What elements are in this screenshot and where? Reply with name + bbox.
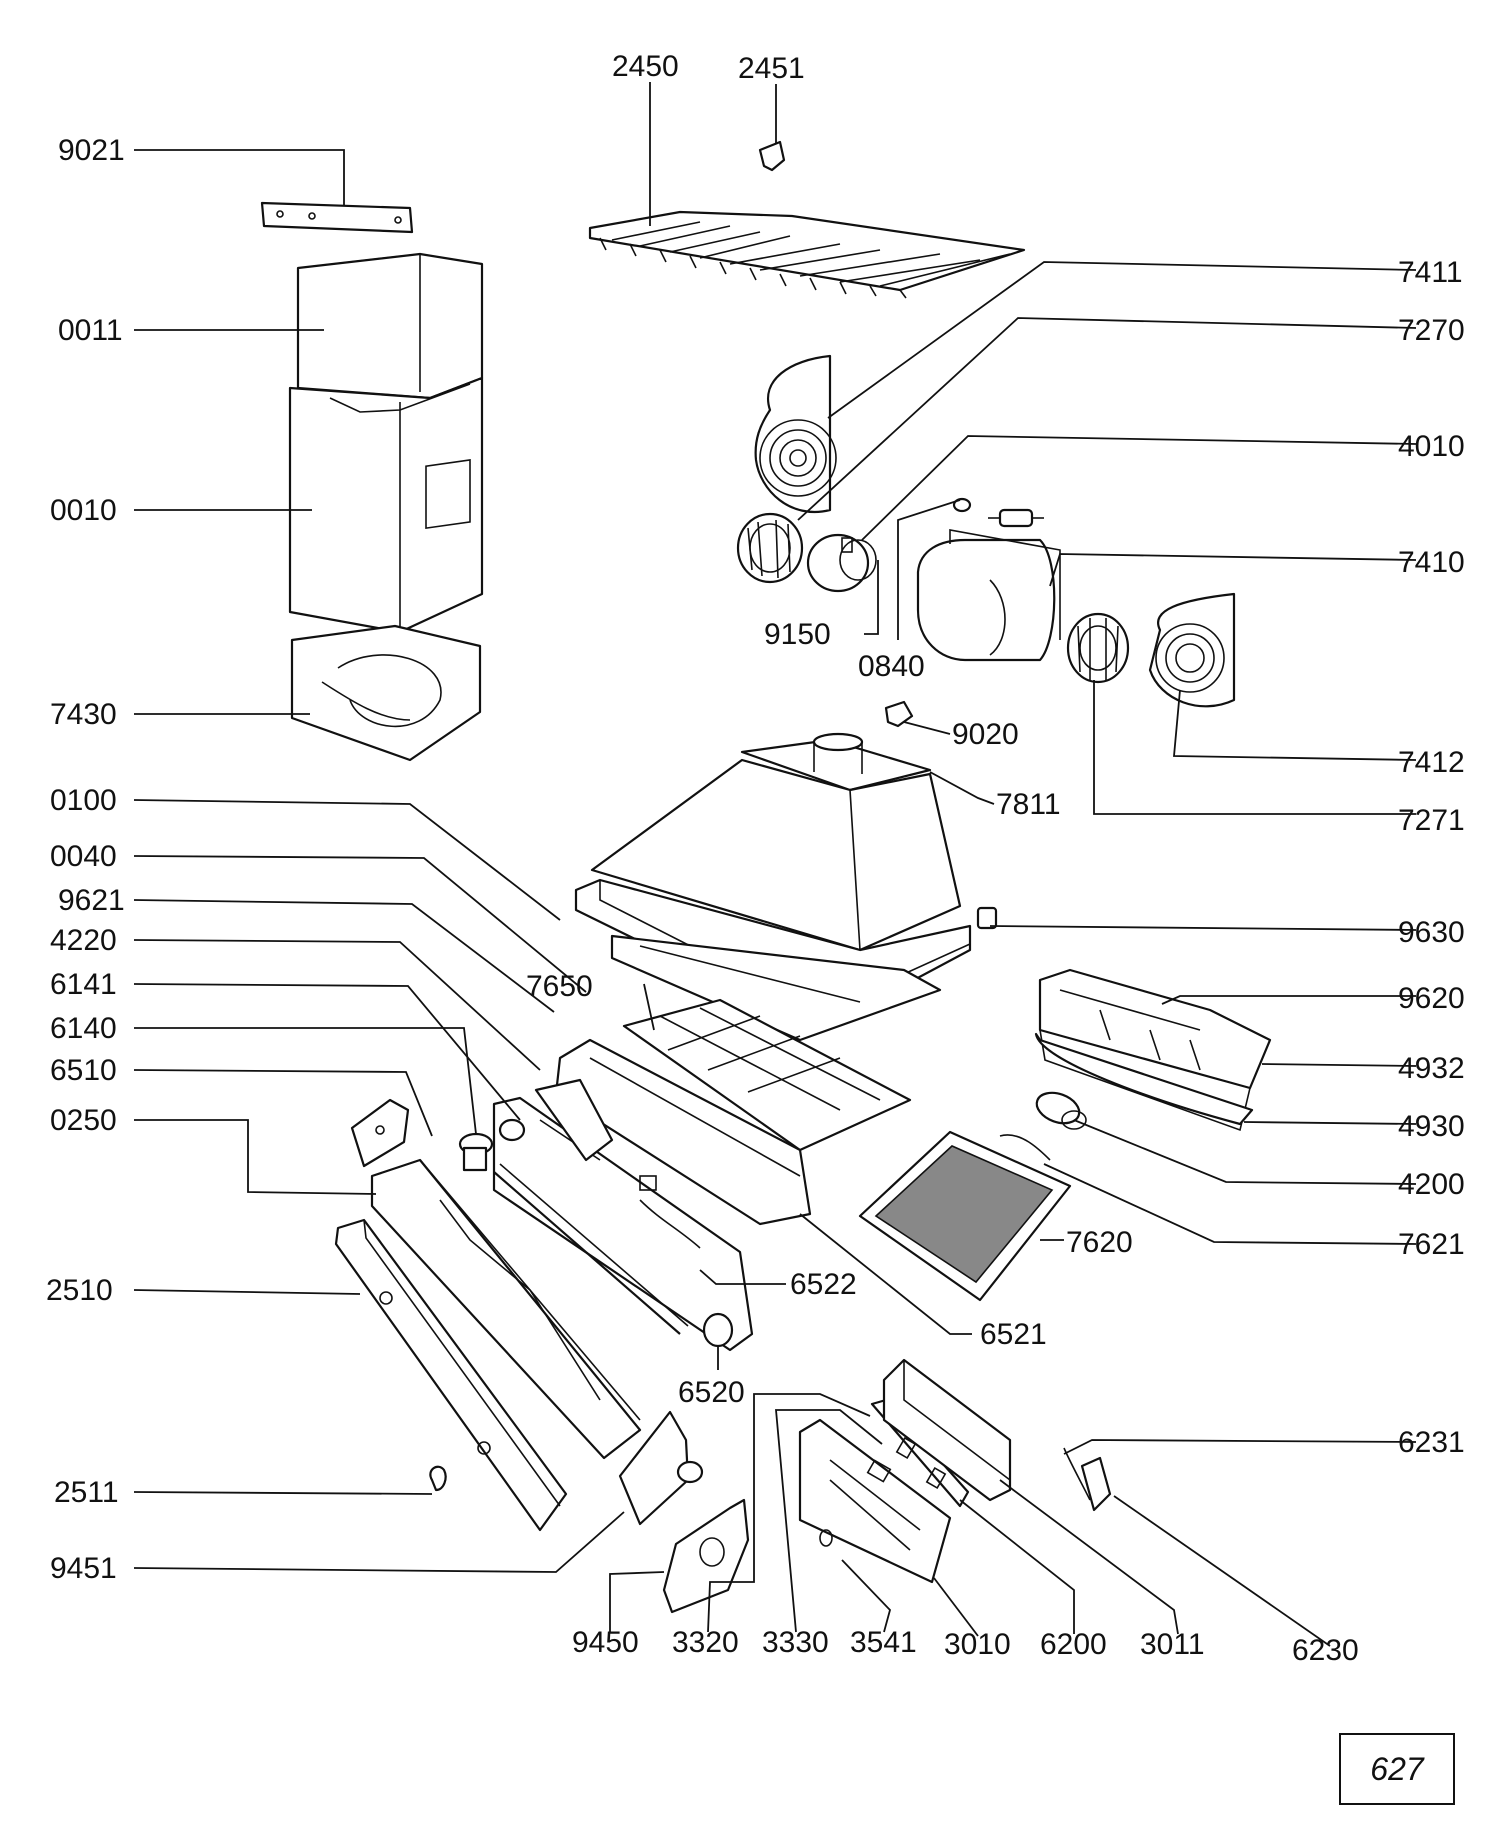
part-7270-impeller bbox=[736, 512, 804, 584]
part-label: 3330 bbox=[762, 1626, 829, 1659]
part-0040-rail bbox=[610, 934, 942, 1042]
part-label: 2510 bbox=[46, 1274, 113, 1307]
part-label: 2450 bbox=[612, 50, 679, 83]
part-label: 9621 bbox=[58, 884, 125, 917]
part-label: 9630 bbox=[1398, 916, 1465, 949]
part-label: 0840 bbox=[858, 650, 925, 683]
part-label: 6231 bbox=[1398, 1426, 1465, 1459]
part-0010-lower-chimney bbox=[288, 376, 484, 634]
part-2510-tray bbox=[334, 1218, 568, 1532]
part-9451-endpiece bbox=[618, 1410, 704, 1526]
part-label: 6200 bbox=[1040, 1628, 1107, 1661]
part-label: 0010 bbox=[50, 494, 117, 527]
part-label: 3011 bbox=[1140, 1628, 1205, 1661]
part-label: 6141 bbox=[50, 968, 117, 1001]
part-label: 7430 bbox=[50, 698, 117, 731]
part-7430-deflector bbox=[290, 624, 482, 762]
part-9020-clip bbox=[884, 700, 914, 728]
part-0250-channel bbox=[370, 1158, 642, 1460]
part-label: 6510 bbox=[50, 1054, 117, 1087]
part-3011-switch-bar bbox=[882, 1358, 1012, 1502]
part-label: 2511 bbox=[54, 1476, 119, 1509]
part-7650-filter bbox=[622, 998, 912, 1152]
part-label: 9021 bbox=[58, 134, 125, 167]
part-3010-control-panel bbox=[798, 1418, 952, 1584]
part-label: 2451 bbox=[738, 52, 805, 85]
part-0840-connectors bbox=[952, 497, 1044, 528]
part-label: 7270 bbox=[1398, 314, 1465, 347]
part-label: 0250 bbox=[50, 1104, 117, 1137]
part-6520-tube bbox=[493, 1163, 734, 1348]
part-label: 9450 bbox=[572, 1626, 639, 1659]
part-7620-filter bbox=[858, 1130, 1072, 1302]
part-7412-fan-housing bbox=[1148, 592, 1236, 708]
part-label: 9451 bbox=[50, 1552, 117, 1585]
part-7811-hood bbox=[590, 732, 962, 952]
part-label: 6230 bbox=[1292, 1634, 1359, 1667]
part-6230-switch bbox=[1063, 1447, 1112, 1512]
part-label: 4200 bbox=[1398, 1168, 1465, 1201]
part-label: 3320 bbox=[672, 1626, 739, 1659]
part-label: 7412 bbox=[1398, 746, 1465, 779]
part-9021-bracket bbox=[260, 201, 414, 234]
part-drawings bbox=[260, 140, 1272, 1614]
part-label: 0040 bbox=[50, 840, 117, 873]
part-labels: 2450 2451 9021 0011 0010 7430 7411 7270 … bbox=[46, 50, 1465, 1667]
part-9620-control-unit bbox=[1034, 968, 1272, 1132]
part-7621-clip bbox=[999, 1134, 1051, 1161]
part-6510-bracket bbox=[350, 1098, 410, 1168]
part-7411-fan-housing bbox=[754, 354, 837, 513]
part-label: 4220 bbox=[50, 924, 117, 957]
part-label: 4932 bbox=[1398, 1052, 1465, 1085]
part-3541-knob bbox=[819, 1529, 833, 1547]
part-label: 9150 bbox=[764, 618, 831, 651]
part-label: 3541 bbox=[850, 1626, 917, 1659]
part-label: 0100 bbox=[50, 784, 117, 817]
page-number-box: 627 bbox=[1339, 1733, 1455, 1805]
part-4220-switch bbox=[534, 1078, 614, 1162]
page-number: 627 bbox=[1370, 1751, 1425, 1787]
part-label: 3010 bbox=[944, 1628, 1011, 1661]
part-2450-grid bbox=[588, 210, 1026, 299]
part-4200-capacitor bbox=[1035, 1091, 1087, 1130]
part-7410-fan-casing bbox=[916, 529, 1061, 662]
part-label: 7410 bbox=[1398, 546, 1465, 579]
part-label: 7811 bbox=[996, 788, 1061, 821]
part-label: 9620 bbox=[1398, 982, 1465, 1015]
part-label: 9020 bbox=[952, 718, 1019, 751]
part-2511-clip bbox=[429, 1465, 447, 1492]
part-label: 4930 bbox=[1398, 1110, 1465, 1143]
part-label: 6521 bbox=[980, 1318, 1047, 1351]
part-6140-lampholders bbox=[458, 1118, 526, 1172]
part-9450-endpiece bbox=[662, 1498, 750, 1614]
leader-lines bbox=[133, 82, 1417, 1647]
part-label: 4010 bbox=[1398, 430, 1465, 463]
part-label: 7411 bbox=[1398, 256, 1463, 289]
part-0011-upper-chimney bbox=[296, 252, 484, 400]
part-9150-motor bbox=[806, 533, 877, 593]
part-2451-clip bbox=[758, 140, 786, 172]
part-6522-panel bbox=[492, 1096, 754, 1352]
part-label: 0011 bbox=[58, 314, 123, 347]
part-label: 7650 bbox=[526, 970, 593, 1003]
part-9630-clip bbox=[976, 906, 998, 930]
part-label: 6522 bbox=[790, 1268, 857, 1301]
part-7271-impeller bbox=[1066, 612, 1130, 684]
part-label: 7620 bbox=[1066, 1226, 1133, 1259]
part-label: 7271 bbox=[1398, 804, 1465, 837]
part-label: 7621 bbox=[1398, 1228, 1465, 1261]
part-label: 6520 bbox=[678, 1376, 745, 1409]
part-label: 6140 bbox=[50, 1012, 117, 1045]
